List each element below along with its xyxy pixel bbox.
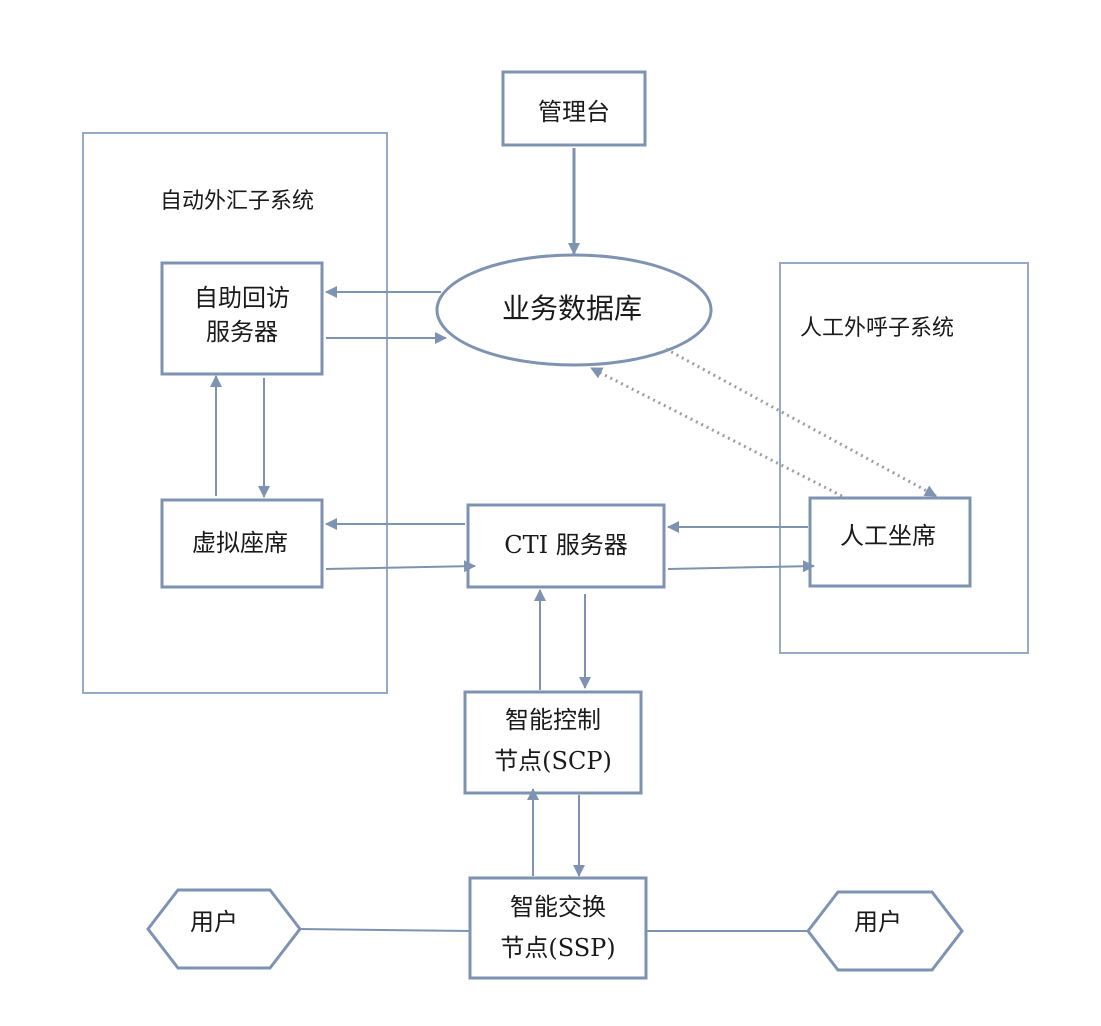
human-agent-label: 人工坐席 bbox=[840, 522, 936, 550]
scp-node-label-line2: 节点(SCP) bbox=[494, 747, 612, 775]
scp-node-box bbox=[463, 690, 643, 795]
dotted-arrow-database-to-human-agent bbox=[665, 347, 937, 498]
user-right-label: 用户 bbox=[854, 908, 902, 936]
dotted-arrow-human-agent-to-database bbox=[590, 366, 843, 498]
management-console-node: 管理台 bbox=[501, 70, 647, 147]
auto-callout-subsystem-group: 自动外汇子系统 bbox=[82, 132, 388, 694]
business-database-label: 业务数据库 bbox=[502, 292, 642, 325]
user-right-node: 用户 bbox=[806, 890, 964, 972]
business-database-ellipse bbox=[435, 253, 713, 367]
manual-callout-subsystem-label: 人工外呼子系统 bbox=[800, 316, 954, 341]
human-agent-box bbox=[808, 496, 972, 588]
self-service-callback-server-box bbox=[160, 261, 324, 376]
cti-server-node: CTI 服务器 bbox=[466, 503, 666, 589]
business-database-node: 业务数据库 bbox=[435, 253, 713, 367]
management-console-label: 管理台 bbox=[538, 98, 610, 126]
cti-server-label: CTI 服务器 bbox=[504, 531, 627, 559]
arrow-cti-to-human-agent bbox=[667, 560, 815, 573]
arrow-virtual-agent-to-cti bbox=[325, 560, 476, 573]
ssp-node: 智能交换 节点(SSP) bbox=[468, 876, 648, 980]
management-console-box bbox=[501, 70, 647, 147]
human-agent-node: 人工坐席 bbox=[808, 496, 972, 588]
virtual-agent-box bbox=[160, 498, 324, 589]
user-right-hexagon bbox=[806, 890, 964, 972]
ssp-node-label-line1: 智能交换 bbox=[510, 893, 606, 921]
self-service-callback-server-node: 自助回访 服务器 bbox=[160, 261, 324, 376]
scp-node: 智能控制 节点(SCP) bbox=[463, 690, 643, 795]
auto-callout-subsystem-border bbox=[82, 132, 388, 694]
virtual-agent-label: 虚拟座席 bbox=[192, 529, 288, 557]
line-user-left-to-ssp bbox=[299, 928, 471, 932]
user-left-label: 用户 bbox=[190, 908, 238, 936]
self-service-callback-server-label-line1: 自助回访 bbox=[194, 284, 290, 312]
self-service-callback-server-label-line2: 服务器 bbox=[206, 318, 278, 346]
ssp-node-label-line2: 节点(SSP) bbox=[500, 934, 615, 962]
manual-callout-subsystem-border bbox=[779, 262, 1029, 654]
user-left-node: 用户 bbox=[146, 888, 302, 970]
cti-server-box bbox=[466, 503, 666, 589]
virtual-agent-node: 虚拟座席 bbox=[160, 498, 324, 589]
ssp-node-box bbox=[468, 876, 648, 980]
scp-node-label-line1: 智能控制 bbox=[505, 706, 601, 734]
auto-callout-subsystem-label: 自动外汇子系统 bbox=[160, 189, 314, 214]
manual-callout-subsystem-group: 人工外呼子系统 bbox=[779, 262, 1029, 654]
